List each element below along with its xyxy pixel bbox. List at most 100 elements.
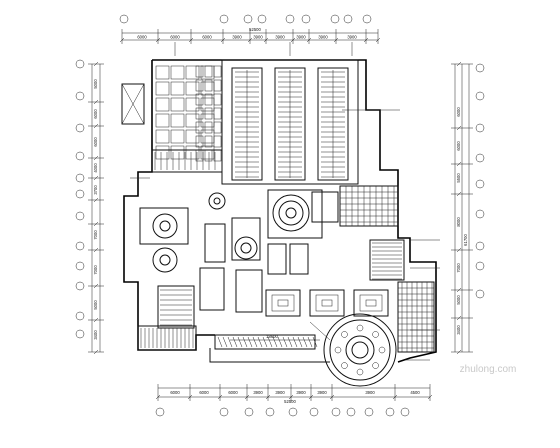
axis-bubble <box>475 179 485 189</box>
banquet-hall-ceiling-panels <box>221 59 359 185</box>
bottom-seg-1: 6000 <box>170 390 180 395</box>
lower-left-rooms <box>137 223 309 351</box>
round-hall <box>309 313 397 387</box>
right-seg-5: 7000 <box>456 263 461 273</box>
bottom-seg-4: 3900 <box>253 390 263 395</box>
axis-bubble <box>475 91 485 101</box>
top-seg-7: 3900 <box>296 35 306 40</box>
seat <box>372 331 379 338</box>
inner-dimension: 18600 <box>230 334 320 341</box>
bottom-dimension-chain: 52500 6000 6000 6000 3900 3900 3900 3900… <box>155 384 433 417</box>
axis-bubble <box>219 14 229 24</box>
axis-bubble <box>75 261 85 271</box>
axis-bubble <box>75 241 85 251</box>
left-seg-5: 3700 <box>93 185 98 195</box>
seat <box>341 362 348 369</box>
annotation-leaders <box>130 42 440 361</box>
axis-bubble <box>475 63 485 73</box>
seat <box>341 331 348 338</box>
bottom-seg-9: 4500 <box>410 390 420 395</box>
axis-bubble <box>75 123 85 133</box>
axis-bubble <box>244 407 254 417</box>
axis-bubble <box>309 407 319 417</box>
bottom-seg-6: 3900 <box>296 390 306 395</box>
axis-bubble <box>219 407 229 417</box>
top-seg-8: 3900 <box>318 35 328 40</box>
top-seg-3: 6000 <box>202 35 212 40</box>
lobby-round-ceilings <box>139 189 323 273</box>
left-seg-1: 5000 <box>93 79 98 89</box>
right-seg-6: 5000 <box>456 295 461 305</box>
axis-bubble <box>475 289 485 299</box>
axis-bubble <box>119 14 129 24</box>
bottom-seg-3: 6000 <box>228 390 238 395</box>
axis-bubble <box>475 261 485 271</box>
axis-bubble <box>155 407 165 417</box>
left-seg-4: 4000 <box>93 163 98 173</box>
top-total-dimension: 52500 <box>249 27 261 32</box>
seat <box>378 346 386 354</box>
axis-bubble <box>400 407 410 417</box>
bottom-seg-7: 3900 <box>317 390 327 395</box>
axis-bubble <box>75 91 85 101</box>
seat <box>334 346 342 354</box>
axis-bubble <box>257 14 267 24</box>
axis-bubble <box>243 14 253 24</box>
axis-bubble <box>75 311 85 321</box>
axis-bubble <box>385 407 395 417</box>
left-seg-2: 6000 <box>93 109 98 119</box>
axis-bubble <box>75 211 85 221</box>
axis-bubble <box>75 281 85 291</box>
axis-bubble <box>75 329 85 339</box>
axis-bubble <box>364 407 374 417</box>
axis-bubble <box>330 14 340 24</box>
axis-bubble <box>265 407 275 417</box>
left-seg-3: 6000 <box>93 137 98 147</box>
axis-bubble <box>75 189 85 199</box>
room-ceiling <box>265 289 301 317</box>
lower-corridor <box>209 334 330 363</box>
axis-bubble <box>475 209 485 219</box>
left-seg-9: 3400 <box>93 330 98 340</box>
bottom-seg-2: 6000 <box>199 390 209 395</box>
axis-bubble <box>346 407 356 417</box>
axis-bubble <box>285 14 295 24</box>
right-seg-7: 3400 <box>456 325 461 335</box>
seat <box>356 368 364 376</box>
seat <box>356 324 364 332</box>
watermark: zhulong.com <box>460 364 517 375</box>
left-seg-7: 7000 <box>93 265 98 275</box>
room-ceiling <box>309 289 345 317</box>
top-dimension-chain: 52500 6000 6000 6000 3900 3900 3900 3900… <box>119 14 381 44</box>
right-seg-1: 6000 <box>456 107 461 117</box>
seat <box>372 362 379 369</box>
right-dimension-chain: 61700 6000 6000 5500 8000 7000 5000 3400 <box>451 61 485 355</box>
left-dimension-chain: 5000 6000 6000 4000 3700 7000 7000 5000 … <box>75 59 104 355</box>
axis-bubble <box>331 407 341 417</box>
right-total-dimension: 61700 <box>463 234 468 246</box>
room-ceiling <box>353 289 389 317</box>
axis-bubble <box>475 241 485 251</box>
bottom-total-dimension: 52500 <box>284 399 296 404</box>
axis-bubble <box>301 14 311 24</box>
top-seg-1: 6000 <box>137 35 147 40</box>
top-seg-2: 6000 <box>170 35 180 40</box>
left-seg-8: 5000 <box>93 300 98 310</box>
axis-bubble <box>75 151 85 161</box>
top-seg-5: 3900 <box>253 35 263 40</box>
axis-bubble <box>288 407 298 417</box>
ceiling-panel <box>274 67 306 181</box>
top-seg-6: 3900 <box>275 35 285 40</box>
private-room-ceilings <box>235 269 389 317</box>
ceiling-panel <box>317 67 349 181</box>
right-seg-2: 6000 <box>456 141 461 151</box>
left-seg-6: 7000 <box>93 230 98 240</box>
axis-bubble <box>75 173 85 183</box>
right-tiled-room <box>311 185 399 227</box>
upper-left-grid-rooms <box>151 65 223 173</box>
top-seg-9: 3900 <box>347 35 357 40</box>
top-seg-4: 3900 <box>232 35 242 40</box>
bottom-seg-8: 3900 <box>365 390 375 395</box>
inner-dimension-label: 18600 <box>266 334 278 339</box>
